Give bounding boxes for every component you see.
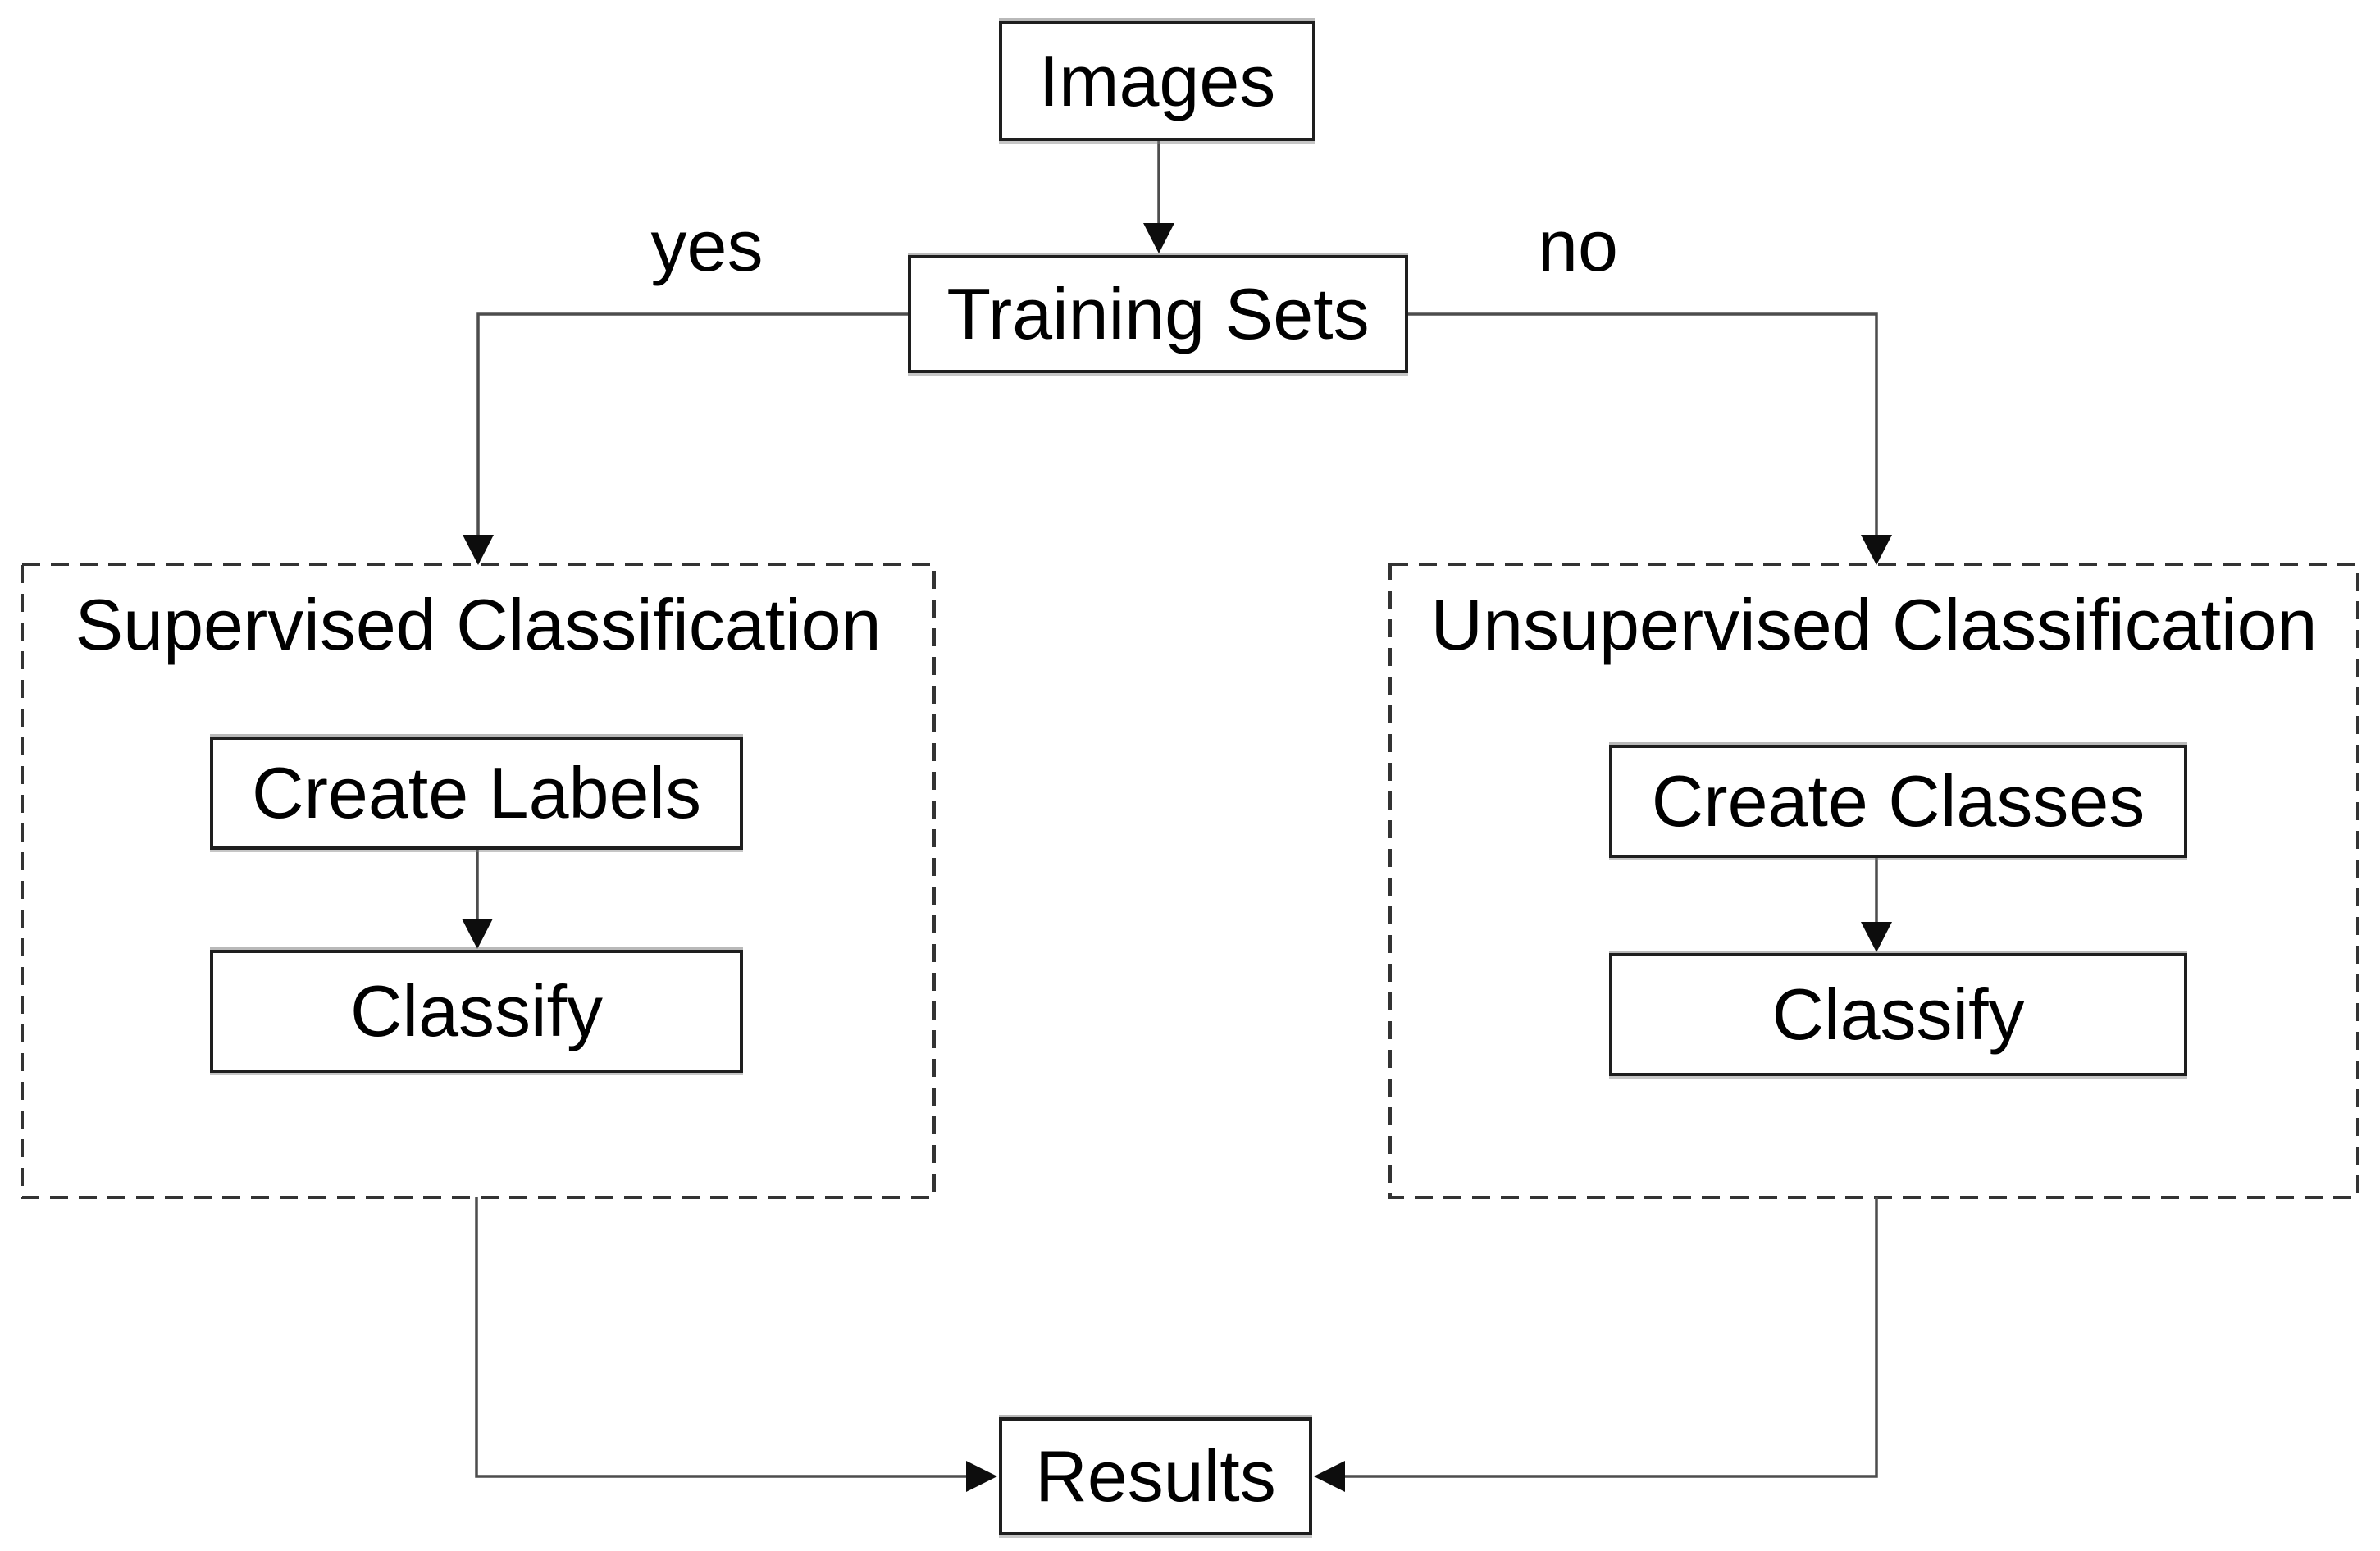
create-labels-node: Create Labels (210, 737, 743, 850)
images-node: Images (999, 21, 1315, 141)
edge-supervised-to-results (475, 1197, 966, 1478)
no-edge-label: no (1538, 205, 1618, 286)
arrowhead-images-to-training-sets (1143, 223, 1174, 253)
arrowhead-create-classes-to-classify (1861, 922, 1892, 952)
unsupervised-classification-title: Unsupervised Classification (1430, 584, 2318, 665)
edge-training-sets-to-unsupervised (1408, 312, 1878, 535)
edge-unsupervised-to-results (1345, 1197, 1878, 1478)
classify-supervised-node: Classify (210, 950, 743, 1073)
arrowhead-training-sets-to-supervised (463, 535, 494, 565)
arrowhead-supervised-to-results (966, 1461, 997, 1492)
unsupervised-container-border (1388, 563, 2359, 1199)
supervised-container-border (21, 563, 936, 1199)
yes-edge-label: yes (650, 205, 764, 286)
results-node: Results (999, 1417, 1312, 1535)
create-classes-node: Create Classes (1609, 745, 2187, 858)
supervised-classification-title: Supervised Classification (75, 584, 882, 665)
edge-training-sets-to-supervised (476, 312, 908, 535)
arrowhead-unsupervised-to-results (1314, 1461, 1345, 1492)
classify-unsupervised-node: Classify (1609, 953, 2187, 1076)
training-sets-node: Training Sets (908, 255, 1408, 373)
arrowhead-create-labels-to-classify (462, 919, 493, 949)
arrowhead-training-sets-to-unsupervised (1861, 535, 1892, 565)
